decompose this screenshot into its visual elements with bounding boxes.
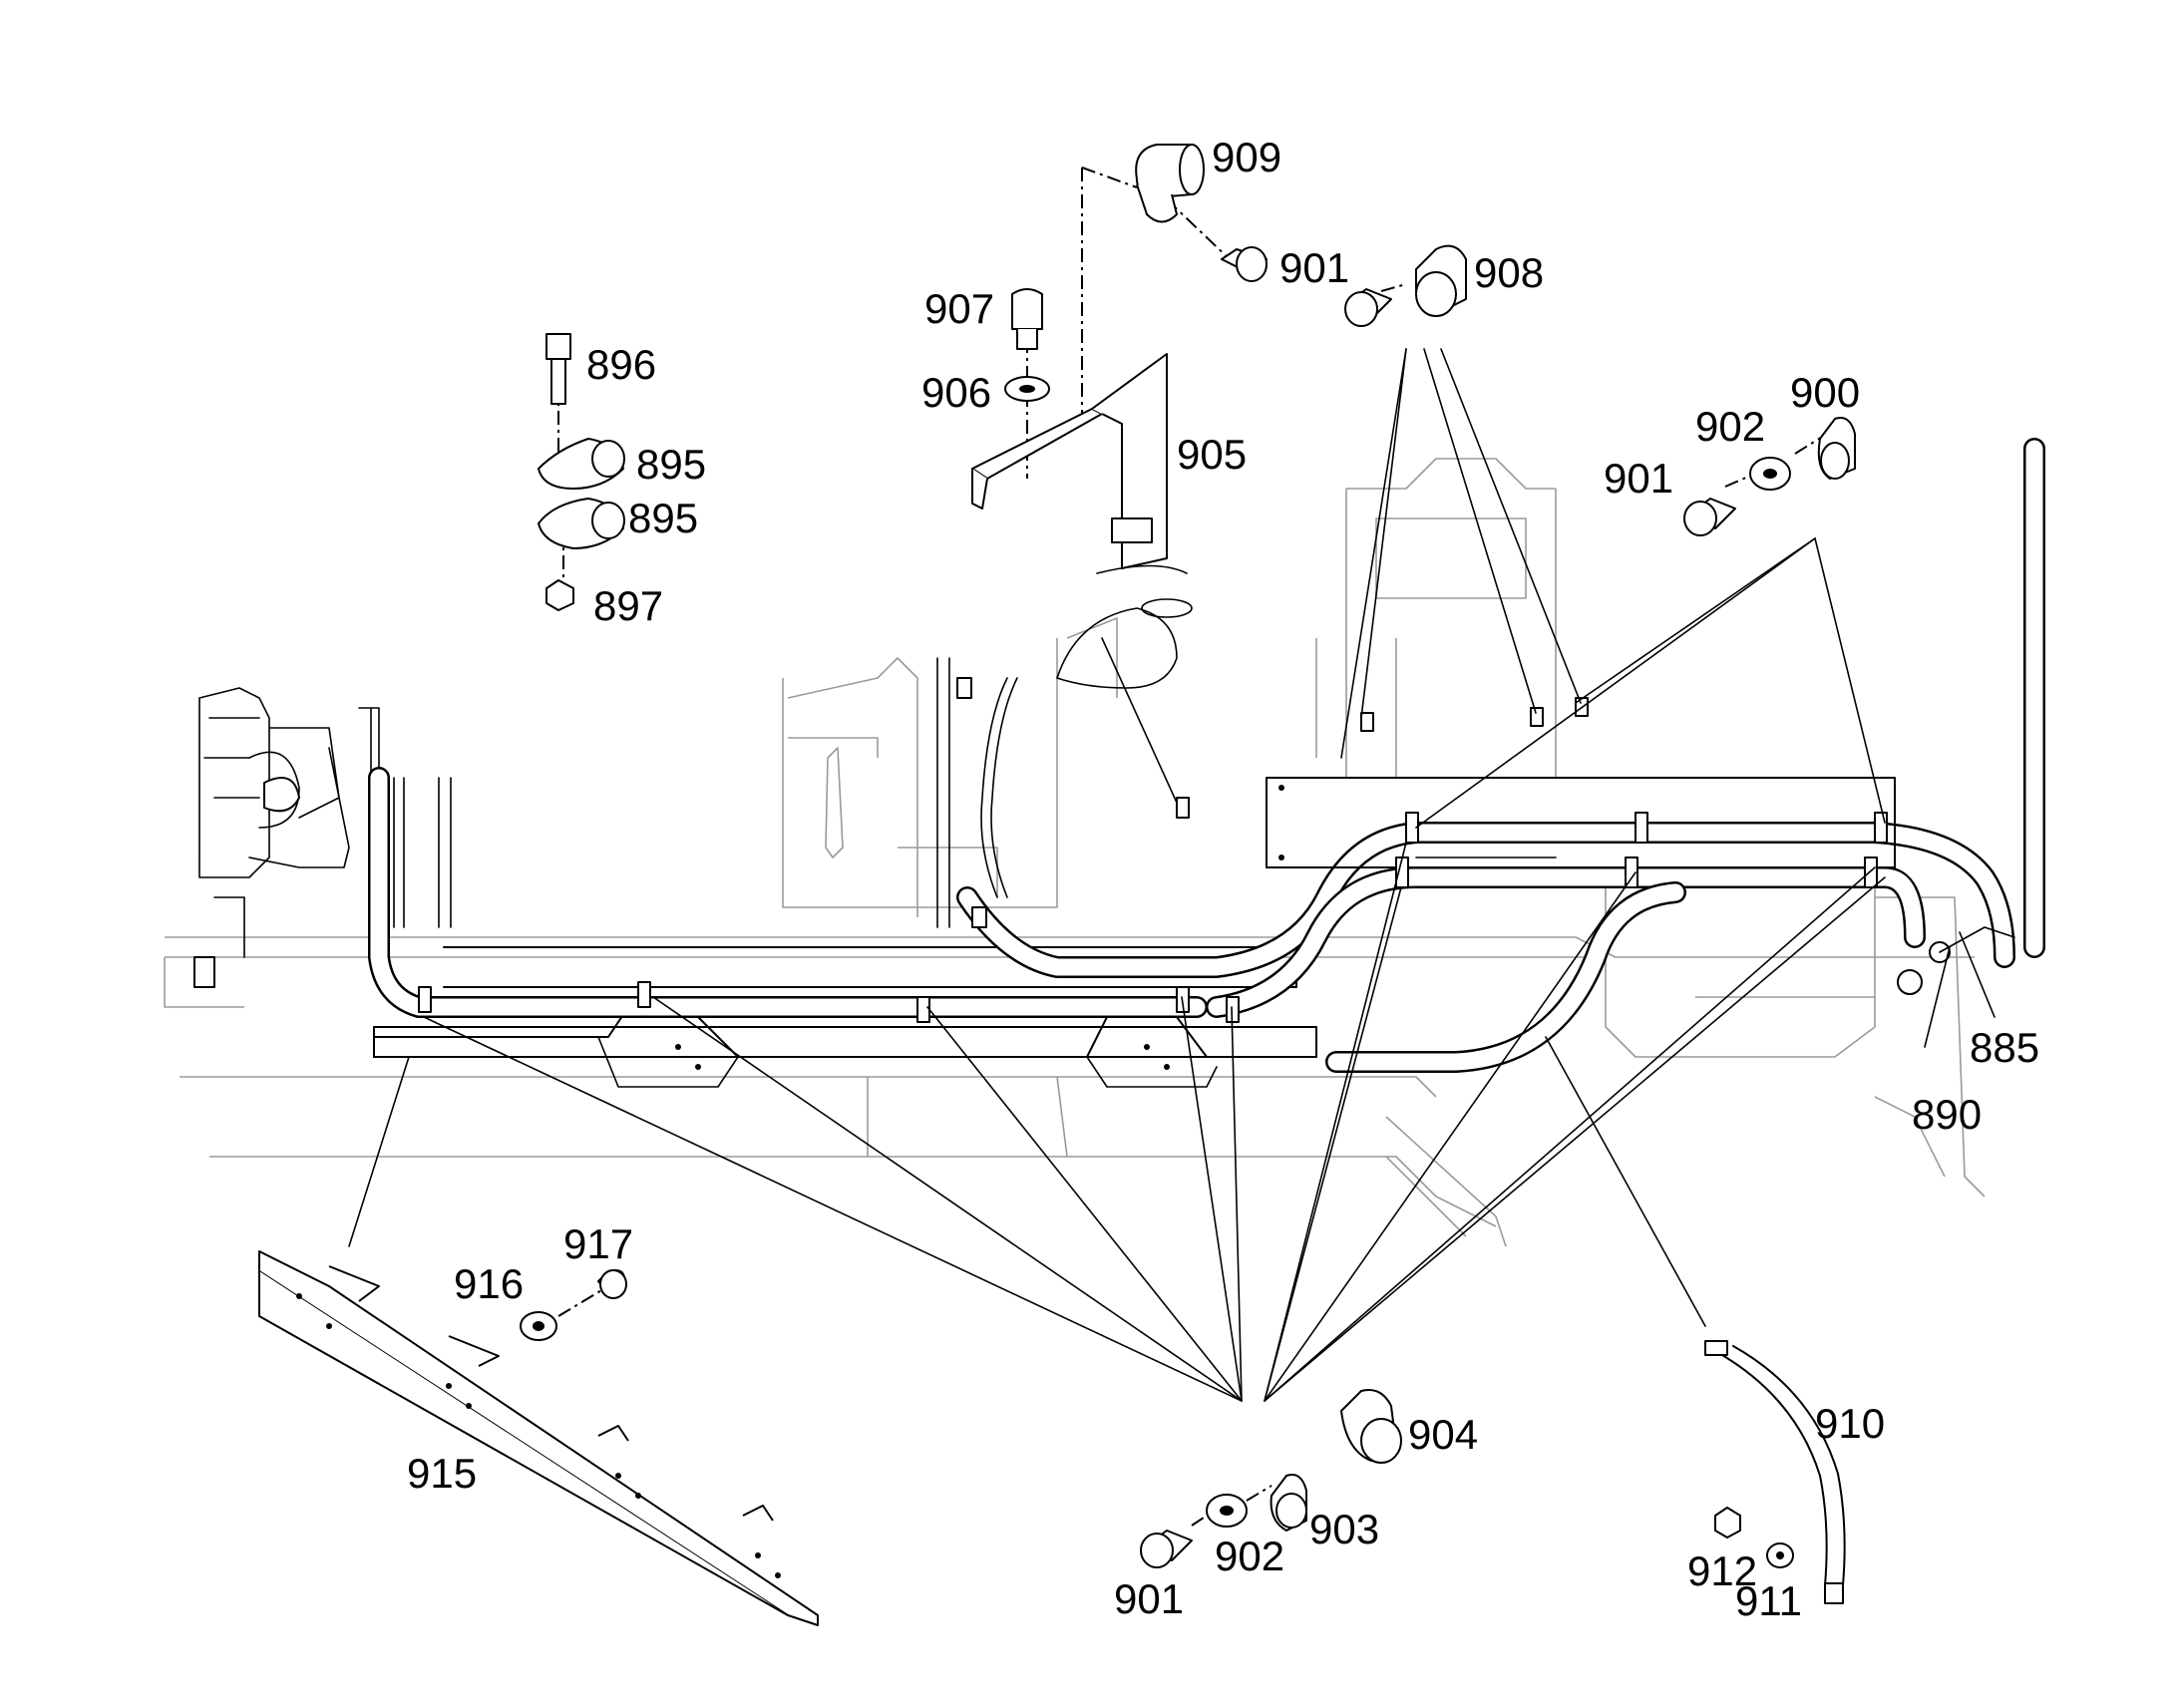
callout-908: 908 — [1474, 249, 1544, 296]
part-897-nut — [545, 579, 574, 611]
part-895-clamp-lower — [538, 498, 625, 549]
part-902-washer-top — [1749, 457, 1791, 491]
callout-911: 911 — [1735, 1577, 1802, 1624]
callout-903: 903 — [1309, 1506, 1379, 1552]
part-895-clamp-upper — [538, 438, 625, 490]
callout-909: 909 — [1212, 134, 1281, 180]
callout-910: 910 — [1815, 1400, 1885, 1447]
callout-895-upper: 895 — [636, 441, 706, 488]
part-902-washer-bottom — [1206, 1494, 1248, 1528]
machine-background-outline — [164, 458, 1986, 1247]
left-equipment-cluster — [193, 687, 380, 988]
part-903-clamp — [1270, 1474, 1307, 1532]
callout-895-lower: 895 — [628, 495, 698, 541]
part-904-clamp — [1340, 1389, 1402, 1464]
part-901-screw-top — [1221, 246, 1268, 282]
part-907-bolt — [1011, 288, 1043, 350]
vertical-hoses — [393, 657, 1018, 928]
part-910-ground-strap — [1704, 1340, 1846, 1604]
part-901-screw-bottom — [1140, 1530, 1193, 1568]
callout-900: 900 — [1790, 369, 1860, 416]
callout-917: 917 — [563, 1220, 633, 1267]
part-906-washer — [1004, 376, 1050, 402]
callout-915: 915 — [407, 1450, 477, 1497]
callout-897: 897 — [593, 582, 663, 629]
part-911-washer — [1766, 1542, 1794, 1568]
callout-902-bottom: 902 — [1215, 1533, 1284, 1579]
part-900-clamp — [1817, 417, 1856, 480]
part-915-rail — [258, 1250, 819, 1626]
callouts: 909 901 908 907 906 905 896 895 895 897 … — [407, 134, 2039, 1624]
part-916-washer — [520, 1311, 557, 1341]
callout-901-right: 901 — [1604, 455, 1673, 502]
callout-905: 905 — [1177, 431, 1247, 478]
callout-906: 906 — [921, 369, 991, 416]
callout-890: 890 — [1912, 1091, 1982, 1138]
part-896-bolt — [545, 333, 571, 405]
callout-885: 885 — [1970, 1024, 2039, 1071]
part-905-bracket — [971, 353, 1168, 569]
part-917-screw — [597, 1269, 627, 1299]
callout-907: 907 — [924, 285, 994, 332]
callout-896: 896 — [586, 341, 656, 388]
callout-902-top: 902 — [1695, 403, 1765, 450]
callout-912: 912 — [1687, 1547, 1757, 1594]
callout-901-top: 901 — [1279, 244, 1349, 291]
round-housing — [1056, 564, 1193, 689]
part-912-nut — [1714, 1507, 1741, 1538]
part-909-clamp — [1135, 144, 1205, 223]
hose-bracket-plate — [1266, 777, 1896, 868]
part-901-screw-right — [1683, 498, 1736, 536]
callout-916: 916 — [454, 1260, 524, 1307]
hose-runs — [368, 438, 2045, 1073]
callout-901-bottom: 901 — [1114, 1575, 1184, 1622]
callout-904: 904 — [1408, 1411, 1478, 1458]
part-908-clamp — [1344, 244, 1467, 327]
